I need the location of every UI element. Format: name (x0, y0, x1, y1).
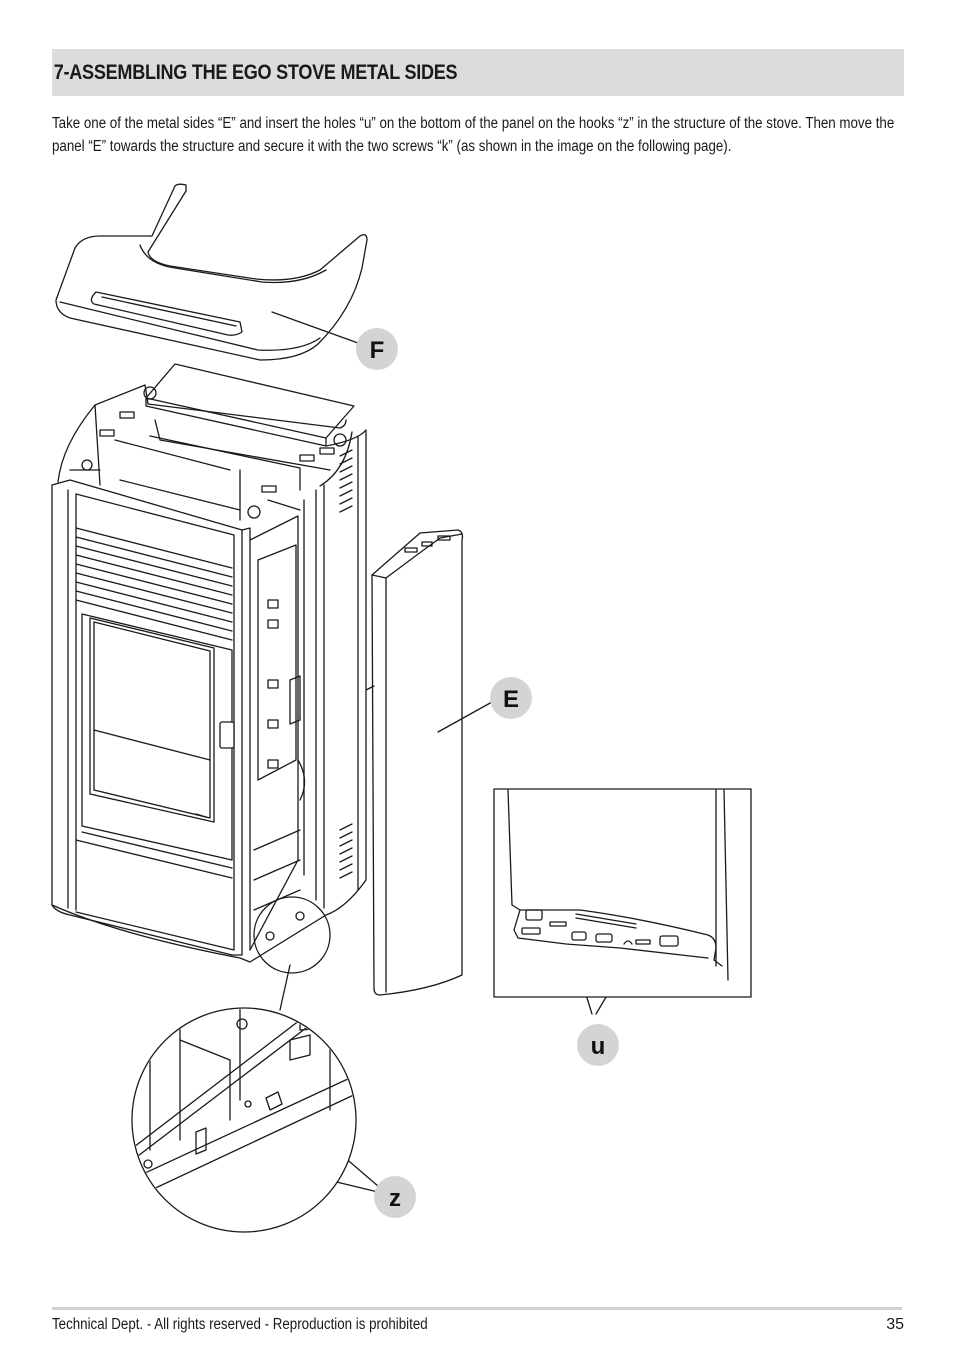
svg-text:u: u (591, 1033, 606, 1060)
detail-hooks-z (131, 1007, 357, 1233)
svg-text:z: z (389, 1185, 401, 1212)
svg-text:E: E (503, 686, 519, 713)
footer-copyright: Technical Dept. - All rights reserved - … (52, 1316, 428, 1333)
section-title-bar: 7-ASSEMBLING THE EGO STOVE METAL SIDES (52, 49, 904, 96)
footer-rule (52, 1307, 902, 1310)
top-cover-f (55, 183, 368, 361)
section-title: 7-ASSEMBLING THE EGO STOVE METAL SIDES (53, 61, 458, 84)
svg-text:F: F (370, 337, 385, 364)
magnifier-source-circle (253, 896, 331, 974)
intro-paragraph: Take one of the metal sides “E” and inse… (52, 115, 895, 155)
stove-body (51, 363, 367, 963)
callout-f: F (356, 328, 398, 370)
front-louvers (75, 527, 233, 641)
front-door-glass (81, 613, 235, 861)
callout-e: E (490, 677, 532, 719)
detail-holes-u (493, 788, 752, 998)
callout-u: u (577, 1024, 619, 1066)
side-vents (339, 449, 353, 879)
callout-z: z (374, 1176, 416, 1218)
page-number: 35 (886, 1316, 904, 1333)
side-panel-e (365, 529, 464, 996)
assembly-illustration: F E u z (51, 183, 752, 1233)
